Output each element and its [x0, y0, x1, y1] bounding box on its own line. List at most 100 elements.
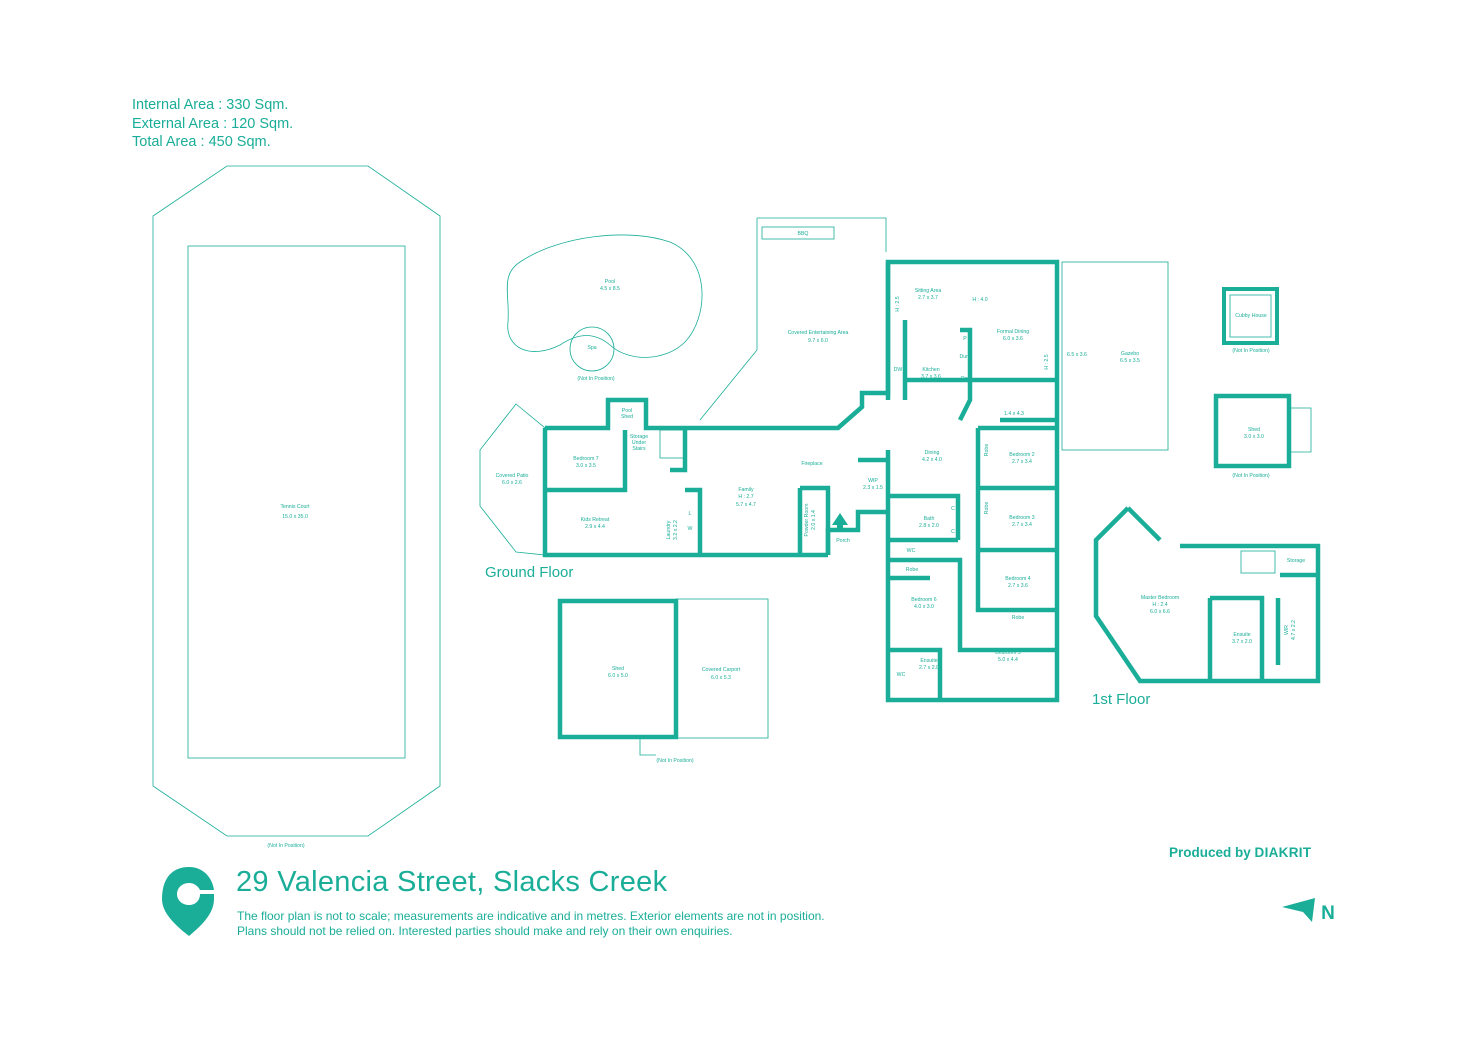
- carport-outline: [675, 598, 769, 739]
- first-floor-stairs: [1240, 550, 1276, 574]
- ensuite-1-label: Ensuite: [1233, 632, 1250, 638]
- robe-3: Robe: [984, 502, 990, 515]
- laundry-label: Laundry: [666, 520, 672, 539]
- dining-label: Dining: [925, 450, 940, 456]
- ground-floor-label: Ground Floor: [485, 564, 573, 581]
- bedroom-3-label: Bedroom 3: [1009, 515, 1034, 521]
- gazebo-size: 6.5 x 3.5: [1120, 358, 1140, 364]
- internal-area: Internal Area : 330 Sqm.: [132, 97, 289, 113]
- shed-door: [639, 737, 656, 756]
- ref-label: Ref: [961, 376, 970, 382]
- carport-label: Covered Carport: [702, 667, 741, 673]
- robe-6: Robe: [906, 567, 919, 573]
- covered-entertaining-side: [699, 218, 758, 421]
- pool-outline: [506, 234, 703, 358]
- master-bedroom-height: H : 2.4: [1152, 602, 1167, 608]
- external-area: External Area : 120 Sqm.: [132, 116, 294, 132]
- master-bedroom-label: Master Bedroom: [1141, 595, 1179, 601]
- covered-patio-label: Covered Patio: [496, 473, 529, 479]
- dw-label: DW: [894, 367, 903, 373]
- property-address: 29 Valencia Street, Slacks Creek: [236, 866, 668, 898]
- ground-floor-stairs: [659, 429, 687, 459]
- pool-label: Pool: [605, 279, 615, 285]
- ceiling-height: H : 4.0: [972, 297, 987, 303]
- family-label: Family: [738, 487, 754, 493]
- bedroom-7-label: Bedroom 7: [573, 456, 598, 462]
- ensuite-label: Ensuite: [920, 658, 937, 664]
- wc-label: WC: [907, 548, 916, 554]
- cubby-house-inner: [1229, 294, 1272, 338]
- wip-label: WIP: [868, 478, 878, 484]
- shed-small-door: [1289, 407, 1312, 453]
- entry-arrow-icon: [832, 513, 848, 532]
- master-bedroom-size: 6.0 x 6.6: [1150, 609, 1170, 615]
- bedroom-4-size: 2.7 x 3.6: [1008, 583, 1028, 589]
- family-size: 5.7 x 4.7: [736, 502, 756, 508]
- bath-label: Bath: [924, 516, 935, 522]
- bbq-label: BBQ: [798, 231, 809, 237]
- room-labels: Tennis Court 15.0 x 35.0 (Not In Positio…: [267, 231, 1305, 849]
- first-floor-label: 1st Floor: [1092, 691, 1150, 708]
- cubby-house-note: (Not In Position): [1232, 348, 1269, 354]
- porch-label: Porch: [836, 538, 850, 544]
- bbq-bench: [761, 226, 835, 240]
- bedroom-6-label: Bedroom 6: [911, 597, 936, 603]
- bath-size: 2.8 x 2.0: [919, 523, 939, 529]
- powder-room-size: 2.0 x 1.4: [811, 510, 817, 530]
- wir-label: WIR: [1284, 625, 1290, 635]
- cubby-house-outline: [1222, 287, 1279, 345]
- produced-by: Produced by DIAKRIT: [1169, 845, 1311, 860]
- cupboard-2: C: [951, 529, 955, 535]
- pool-shed-label-1: Pool: [622, 408, 632, 414]
- cupboard-1: C: [951, 506, 955, 512]
- kids-retreat-size: 2.9 x 4.4: [585, 524, 605, 530]
- covered-entertaining-outline: [757, 217, 887, 252]
- shed-small-size: 3.0 x 3.0: [1244, 434, 1264, 440]
- produced-by-label: Produced by: [1169, 845, 1251, 860]
- bedroom-3-size: 2.7 x 3.4: [1012, 522, 1032, 528]
- pool-shed-label-2: Shed: [621, 414, 633, 420]
- formal-dining-size: 6.0 x 3.6: [1003, 336, 1023, 342]
- gazebo-dimension: 6.5 x 3.6: [1067, 352, 1087, 358]
- dum-label: Dum: [960, 354, 971, 360]
- producer-brand: DIAKRIT: [1254, 845, 1312, 860]
- bedroom-5-label: Bedroom 5: [995, 650, 1020, 656]
- tennis-court-label: Tennis Court: [280, 504, 310, 510]
- sitting-area-label: Sitting Area: [915, 288, 942, 294]
- storage-under-3: Stairs: [632, 446, 646, 452]
- formal-dining-label: Formal Dining: [997, 329, 1029, 335]
- gazebo-outline: [1061, 261, 1169, 451]
- tennis-court-size: 15.0 x 35.0: [282, 514, 308, 520]
- kids-retreat-label: Kids Retreat: [581, 517, 610, 523]
- covered-patio-size: 6.0 x 2.6: [502, 480, 522, 486]
- wir-size: 4.7 x 2.2: [1291, 620, 1297, 640]
- covered-entertaining-size: 9.7 x 6.0: [808, 338, 828, 344]
- north-arrow-icon: N: [1282, 898, 1335, 924]
- pantry-label: P: [963, 336, 967, 342]
- tennis-court-note: (Not In Position): [267, 843, 304, 849]
- ensuite-1-size: 3.7 x 2.0: [1232, 639, 1252, 645]
- laundry-size: 3.2 x 2.2: [673, 520, 679, 540]
- kitchen-label: Kitchen: [922, 367, 939, 373]
- pool-size: 4.5 x 8.5: [600, 286, 620, 292]
- wc-ensuite: WC: [897, 672, 906, 678]
- powder-room-label: Powder Room: [804, 504, 810, 537]
- disclaimer-line-1: The floor plan is not to scale; measurem…: [237, 909, 825, 923]
- bedroom-2-size: 2.7 x 3.4: [1012, 459, 1032, 465]
- bedroom-5-size: 5.0 x 4.4: [998, 657, 1018, 663]
- pool-note: (Not In Position): [577, 376, 614, 382]
- first-floor-walls: [1093, 506, 1321, 684]
- formal-dining-height: H : 2.5: [1044, 354, 1050, 369]
- robe-4: Robe: [1012, 615, 1025, 621]
- bedroom-6-size: 4.0 x 3.0: [914, 604, 934, 610]
- storage-under-2: Under: [632, 440, 646, 446]
- wip-size: 2.3 x 1.5: [863, 485, 883, 491]
- ground-floor-walls: [542, 259, 1060, 703]
- gazebo-label: Gazebo: [1121, 351, 1139, 357]
- shed-small-outline: [1213, 393, 1292, 469]
- storage-label: Storage: [1287, 558, 1305, 564]
- shed-label: Shed: [612, 666, 624, 672]
- carport-size: 6.0 x 5.3: [711, 675, 731, 681]
